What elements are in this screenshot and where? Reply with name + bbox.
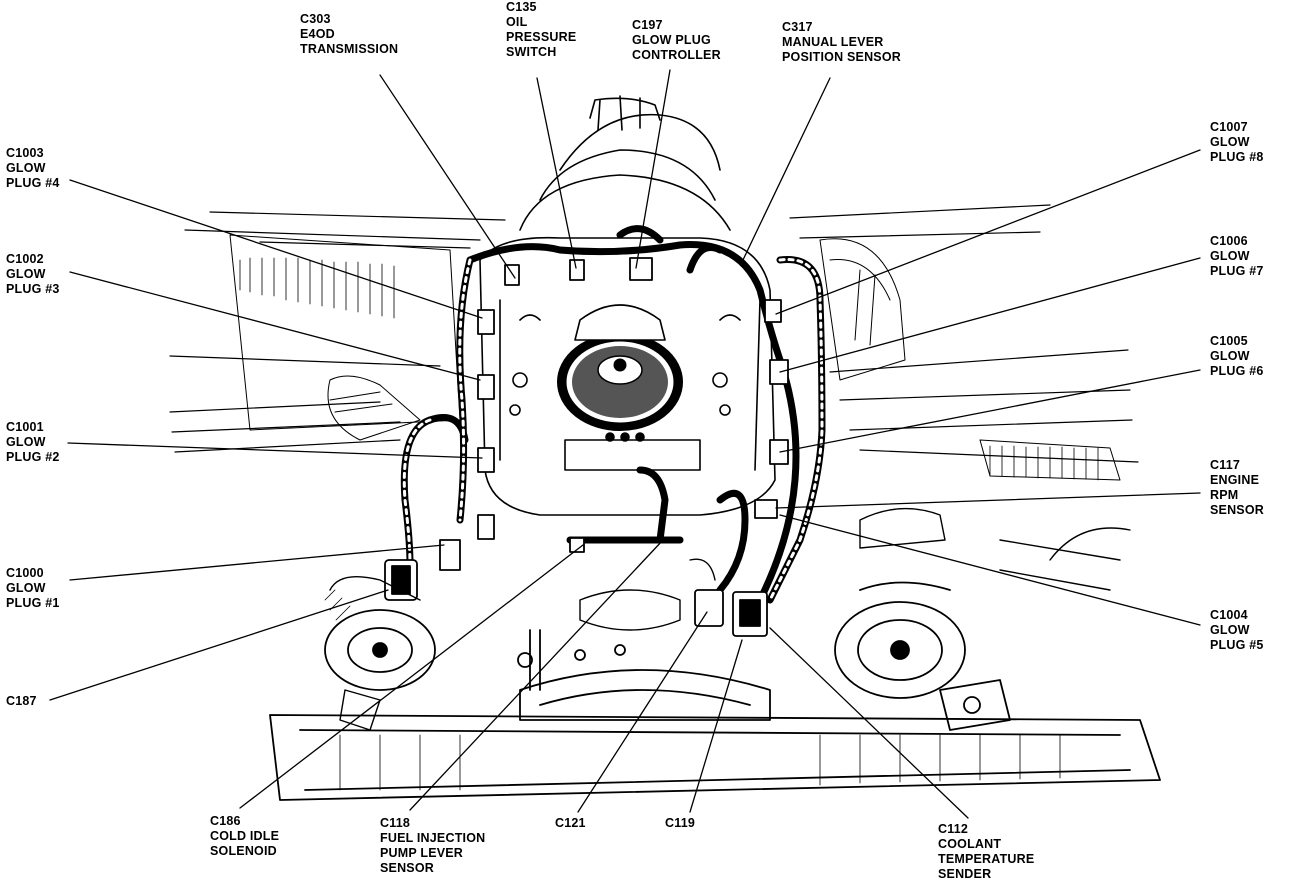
callout-c303-line2: TRANSMISSION (300, 42, 399, 56)
callout-c1005: C1005 GLOW PLUG #6 (1210, 334, 1264, 379)
callout-c112: C112 COOLANT TEMPERATURE SENDER (938, 822, 1034, 882)
callout-c1005-id: C1005 (1210, 334, 1248, 348)
callout-c187: C187 (6, 694, 37, 709)
callout-c1007-id: C1007 (1210, 120, 1248, 134)
callout-c135-line3: SWITCH (506, 45, 557, 59)
callout-c112-id: C112 (938, 822, 968, 836)
ac-compressor (834, 507, 1011, 731)
callout-c118-id: C118 (380, 816, 410, 830)
callout-c1005-line2: PLUG #6 (1210, 364, 1264, 378)
callout-c119-id: C119 (665, 816, 695, 830)
callout-c1004-line2: PLUG #5 (1210, 638, 1264, 652)
callout-c186-line2: SOLENOID (210, 844, 277, 858)
frame-lines (169, 204, 1139, 463)
callout-c1002-line1: GLOW (6, 267, 46, 281)
callout-c317-id: C317 (782, 20, 813, 34)
callout-c119: C119 (665, 816, 695, 831)
callout-c121: C121 (555, 816, 586, 831)
callout-c1006-line2: PLUG #7 (1210, 264, 1264, 278)
callout-c303-line1: E4OD (300, 27, 335, 41)
callout-c135-line1: OIL (506, 15, 528, 29)
lower-components (339, 527, 1131, 731)
callout-c186-id: C186 (210, 814, 241, 828)
callout-c1000-line2: PLUG #1 (6, 596, 60, 610)
callout-c117-line3: SENSOR (1210, 503, 1264, 517)
callout-c303-id: C303 (300, 12, 331, 26)
callout-c1005-line1: GLOW (1210, 349, 1250, 363)
callout-c1002-id: C1002 (6, 252, 44, 266)
callout-c1003-line1: GLOW (6, 161, 46, 175)
callout-c186-line1: COLD IDLE (210, 829, 280, 843)
callout-c112-line2: TEMPERATURE (938, 852, 1035, 866)
connectors (384, 257, 789, 637)
callout-c121-id: C121 (555, 816, 586, 830)
callout-c1002-line2: PLUG #3 (6, 282, 60, 296)
callout-c1007: C1007 GLOW PLUG #8 (1210, 120, 1264, 165)
callout-c1006: C1006 GLOW PLUG #7 (1210, 234, 1264, 279)
callout-c1004-line1: GLOW (1210, 623, 1250, 637)
callout-c1002: C1002 GLOW PLUG #3 (6, 252, 60, 297)
callout-c1006-id: C1006 (1210, 234, 1248, 248)
callout-c1003-id: C1003 (6, 146, 44, 160)
callout-c118-line1: FUEL INJECTION (380, 831, 486, 845)
callout-c186: C186 COLD IDLE SOLENOID (210, 814, 279, 859)
callout-c135: C135 OIL PRESSURE SWITCH (506, 0, 576, 60)
callout-c197: C197 GLOW PLUG CONTROLLER (632, 18, 721, 63)
callout-c303: C303 E4OD TRANSMISSION (300, 12, 398, 57)
callout-c1000: C1000 GLOW PLUG #1 (6, 566, 60, 611)
callout-c317-line1: MANUAL LEVER (782, 35, 884, 49)
callout-c1001-line2: PLUG #2 (6, 450, 60, 464)
callout-c1007-line2: PLUG #8 (1210, 150, 1264, 164)
callout-c118-line2: PUMP LEVER (380, 846, 464, 860)
radiator (269, 629, 1161, 801)
callout-c317-line2: POSITION SENSOR (782, 50, 901, 64)
callout-c1004: C1004 GLOW PLUG #5 (1210, 608, 1264, 653)
callout-c187-id: C187 (6, 694, 37, 708)
callout-c117-line1: ENGINE (1210, 473, 1260, 487)
callout-c118-line3: SENSOR (380, 861, 434, 875)
callout-c197-line2: CONTROLLER (632, 48, 721, 62)
alternator (324, 576, 436, 691)
callout-c135-line2: PRESSURE (506, 30, 577, 44)
air-cleaner (557, 304, 683, 431)
callout-c1000-line1: GLOW (6, 581, 46, 595)
transmission-housing (519, 95, 731, 231)
callout-c197-line1: GLOW PLUG (632, 33, 711, 47)
callout-c117-id: C117 (1210, 458, 1240, 472)
callout-c117-line2: RPM (1210, 488, 1239, 502)
callout-c1004-id: C1004 (1210, 608, 1248, 622)
callout-c1001-line1: GLOW (6, 435, 46, 449)
callout-c1001-id: C1001 (6, 420, 44, 434)
callout-c1003: C1003 GLOW PLUG #4 (6, 146, 60, 191)
callout-c112-line1: COOLANT (938, 837, 1002, 851)
engine-block (479, 236, 776, 516)
callout-c1000-id: C1000 (6, 566, 44, 580)
callout-c197-id: C197 (632, 18, 663, 32)
callout-c118: C118 FUEL INJECTION PUMP LEVER SENSOR (380, 816, 485, 876)
callout-c1007-line1: GLOW (1210, 135, 1250, 149)
callout-c317: C317 MANUAL LEVER POSITION SENSOR (782, 20, 901, 65)
callout-c1003-line2: PLUG #4 (6, 176, 60, 190)
callout-c1006-line1: GLOW (1210, 249, 1250, 263)
right-cylinder-bank (819, 238, 1121, 481)
callout-c117: C117 ENGINE RPM SENSOR (1210, 458, 1264, 518)
leader-lines (49, 69, 1201, 819)
callout-c1001: C1001 GLOW PLUG #2 (6, 420, 60, 465)
callout-c112-line3: SENDER (938, 867, 992, 881)
callout-c135-id: C135 (506, 0, 537, 14)
left-cylinder-bank (229, 234, 461, 441)
